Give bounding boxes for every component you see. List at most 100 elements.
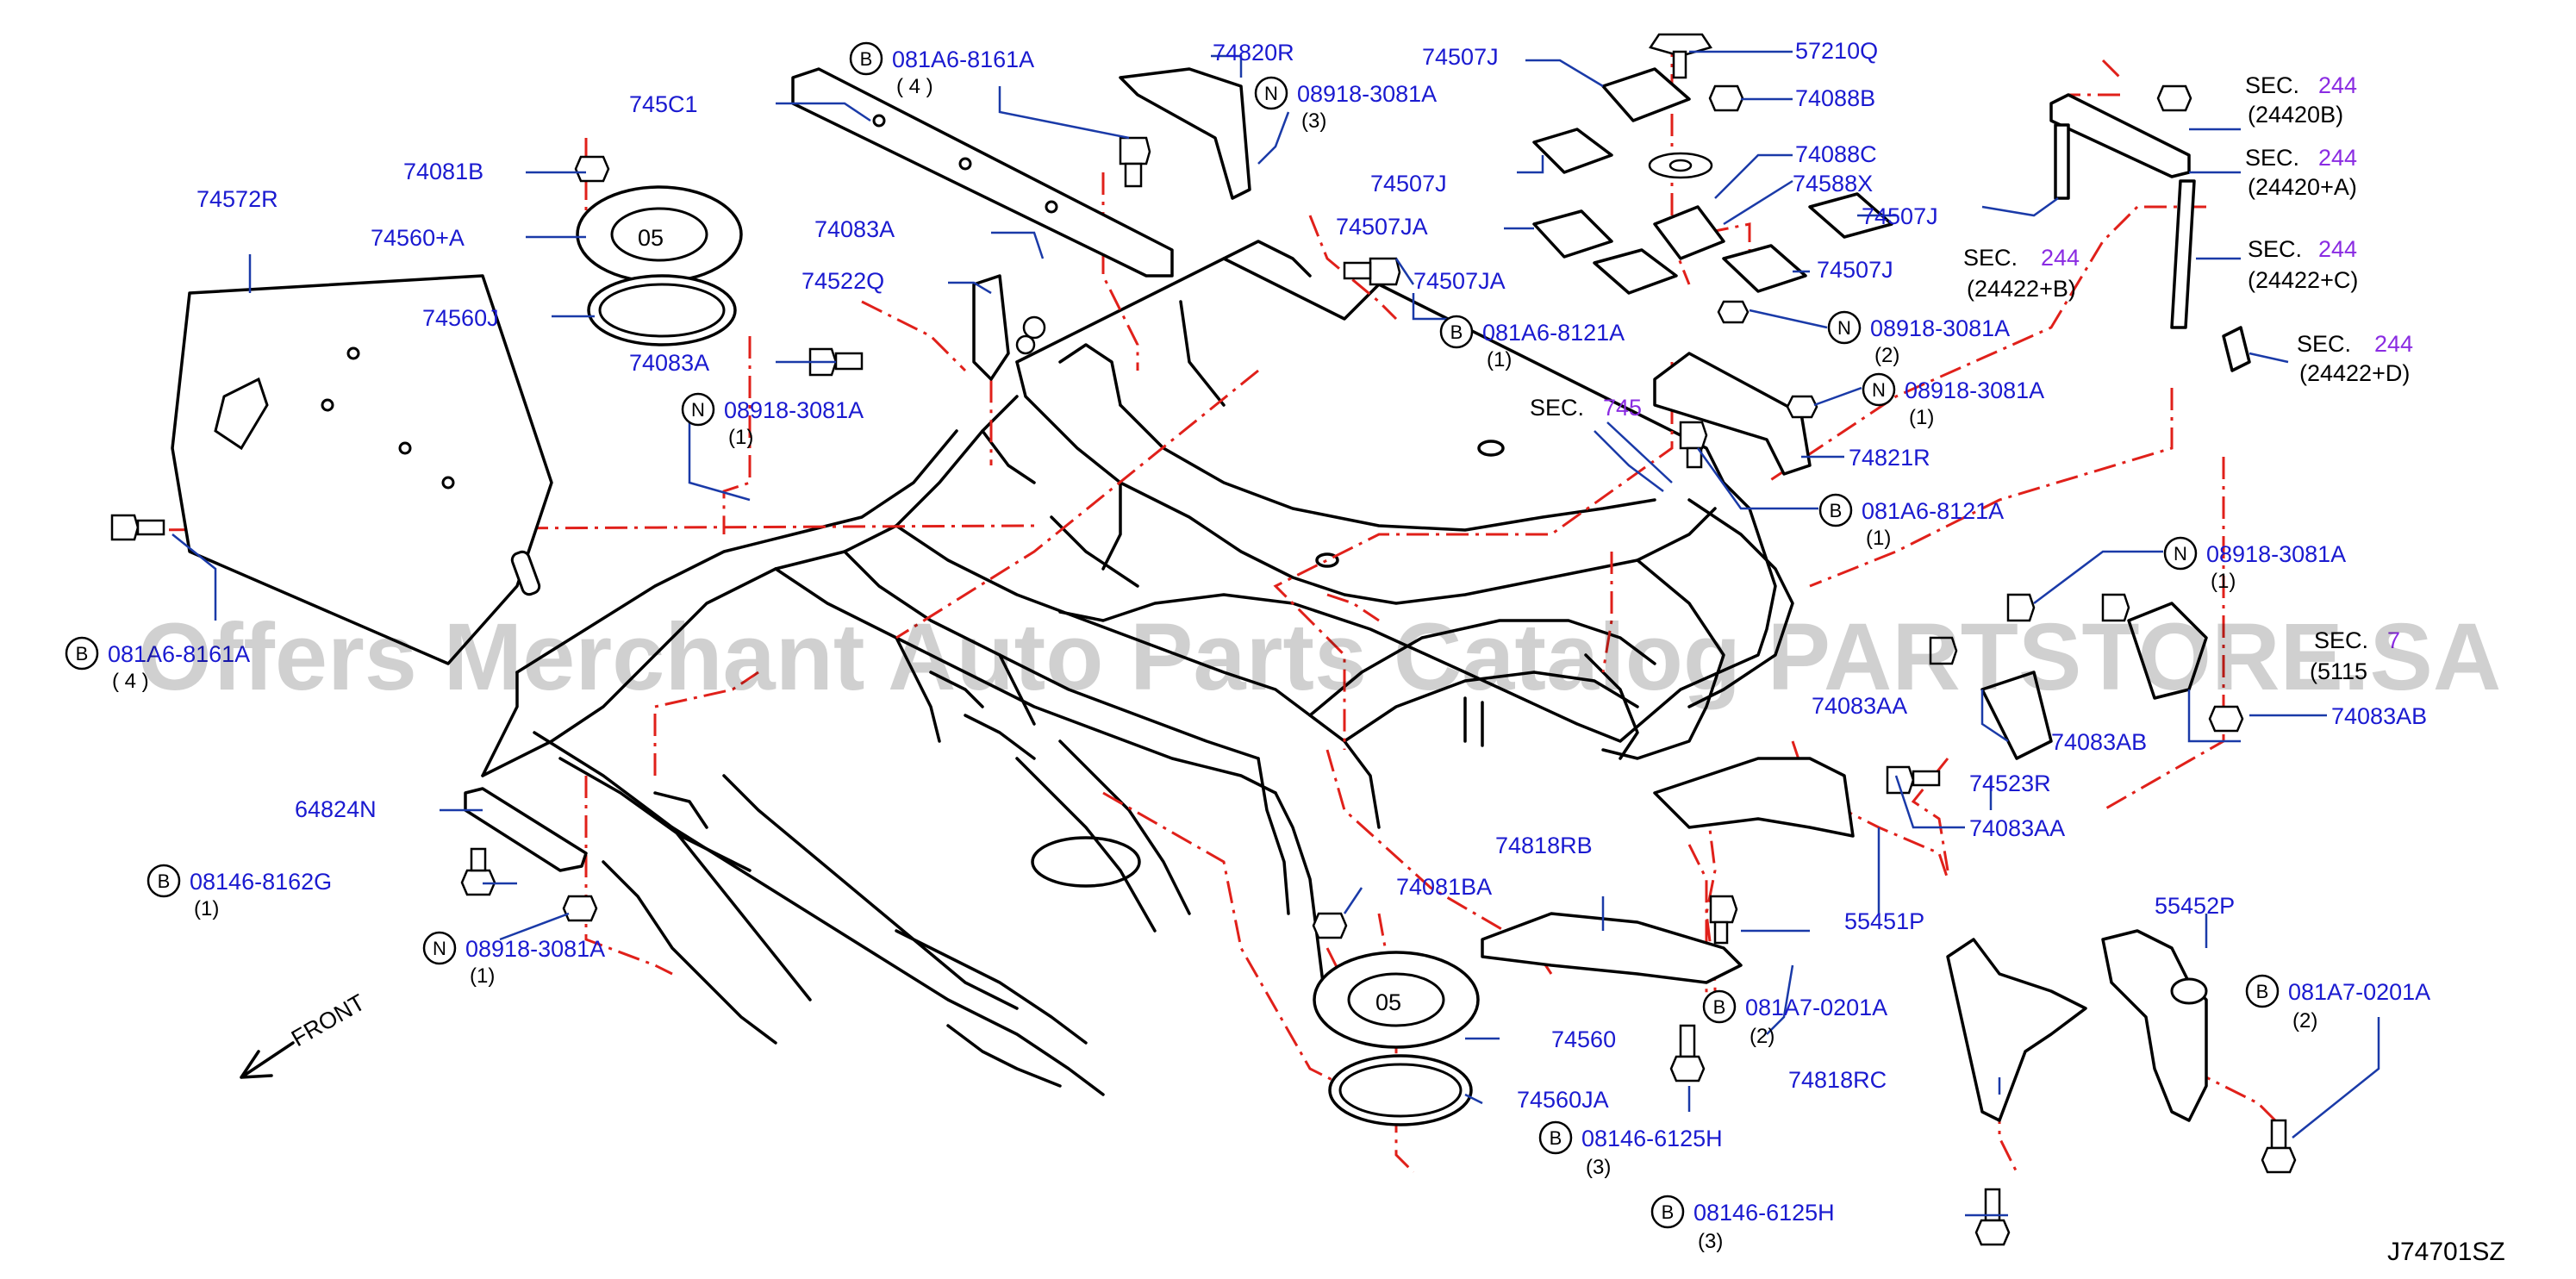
svg-text:B: B	[76, 643, 89, 664]
diagram-code: J74701SZ	[2387, 1238, 2505, 1266]
label-74523R: 74523R	[1969, 771, 2051, 796]
svg-text:08918-3081A: 08918-3081A	[1870, 315, 2010, 341]
label-74560J: 74560J	[422, 305, 499, 331]
callout-08918-3081A-5: N 08918-3081A (1)	[2163, 536, 2346, 593]
svg-text:B: B	[2256, 981, 2269, 1002]
callout-08918-3081A-6: N 08918-3081A (1)	[422, 931, 605, 988]
svg-text:08918-3081A: 08918-3081A	[724, 397, 864, 423]
svg-text:(5115: (5115	[2310, 658, 2367, 684]
svg-text:SEC.: SEC.	[2248, 236, 2302, 262]
svg-text:B: B	[1550, 1127, 1562, 1149]
leader-sec-24422B	[1981, 197, 2059, 217]
svg-text:244: 244	[2041, 245, 2080, 271]
svg-text:(2): (2)	[1750, 1025, 1775, 1048]
svg-text:081A6-8121A: 081A6-8121A	[1862, 498, 2004, 524]
section-ref-24422C: SEC. 244 (24422+C)	[2248, 236, 2358, 293]
label-55451P: 55451P	[1844, 908, 1924, 934]
section-ref-24422B: SEC. 244 (24422+B)	[1963, 245, 2080, 302]
svg-text:B: B	[1662, 1201, 1675, 1223]
label-74083AA-2: 74083AA	[1969, 815, 2065, 841]
speaker-74560: 05	[1313, 951, 1480, 1049]
svg-text:081A6-8161A: 081A6-8161A	[108, 641, 250, 667]
svg-text:(2): (2)	[2292, 1009, 2317, 1033]
svg-text:(1): (1)	[1487, 348, 1512, 371]
nut-74088B	[1708, 84, 1744, 112]
label-74821R: 74821R	[1849, 445, 1930, 471]
nut-74081B	[574, 155, 610, 183]
section-ref-24420A: SEC. 244 (24420+A)	[2245, 145, 2357, 200]
watermark-text: Offers Merchant Auto Parts Catalog PARTS…	[138, 604, 2501, 710]
svg-text:B: B	[1713, 996, 1726, 1018]
section-ref-24422D: SEC. 244 (24422+D)	[2297, 331, 2413, 386]
svg-text:SEC.: SEC.	[2245, 145, 2299, 171]
callout-081A6-8161A-top: B 081A6-8161A ( 4 )	[849, 41, 1034, 98]
bracket-74522Q	[808, 274, 1046, 381]
svg-text:N: N	[2174, 543, 2187, 565]
svg-text:081A7-0201A: 081A7-0201A	[1745, 995, 1887, 1020]
bolt-08146-6125H-mid	[1669, 1024, 1706, 1082]
svg-text:(24422+D): (24422+D)	[2299, 360, 2410, 386]
label-74083AA-1: 74083AA	[1812, 693, 1907, 719]
label-leaders	[172, 50, 2380, 1217]
section-ref-745: SEC. 745	[1530, 395, 1642, 421]
bracket-74818RC	[1946, 938, 2087, 1122]
svg-text:244: 244	[2318, 72, 2357, 98]
svg-text:B: B	[860, 48, 873, 70]
label-74818RC: 74818RC	[1788, 1067, 1887, 1093]
svg-text:SEC.: SEC.	[2314, 627, 2368, 653]
callout-081A6-8121A-2: B 081A6-8121A (1)	[1818, 493, 2004, 550]
svg-text:244: 244	[2374, 331, 2413, 357]
svg-text:(24420B): (24420B)	[2248, 102, 2343, 128]
label-74083A-left: 74083A	[629, 350, 709, 376]
svg-text:745: 745	[1603, 395, 1642, 421]
svg-text:N: N	[1837, 317, 1851, 339]
svg-text:(1): (1)	[470, 964, 495, 988]
label-64824N: 64824N	[295, 796, 377, 822]
svg-text:(24420+A): (24420+A)	[2248, 174, 2357, 200]
harness-brackets-244	[2049, 84, 2251, 372]
svg-text:244: 244	[2318, 145, 2357, 171]
svg-text:N: N	[1872, 379, 1886, 401]
svg-text:7: 7	[2387, 627, 2400, 653]
brackets-right-rear	[1886, 593, 2244, 795]
pads-74507J	[1532, 67, 1893, 295]
leader-sections	[1606, 128, 2289, 484]
gasket-74560JA	[1328, 1054, 1473, 1126]
svg-text:081A6-8121A: 081A6-8121A	[1482, 320, 1625, 346]
bracket-74588X	[1653, 205, 1725, 260]
svg-text:SEC.: SEC.	[2297, 331, 2351, 357]
label-57210Q: 57210Q	[1795, 38, 1878, 64]
label-74088B: 74088B	[1795, 85, 1875, 111]
callout-08146-6125H-2: B 08146-6125H (3)	[1650, 1195, 1835, 1253]
svg-text:SEC.: SEC.	[1963, 245, 2018, 271]
label-74507JA-2: 74507JA	[1413, 268, 1506, 294]
svg-text:B: B	[158, 870, 171, 892]
bracket-74818RB	[1481, 912, 1743, 984]
bolt-74507JA	[1343, 257, 1401, 286]
svg-text:SEC.: SEC.	[1530, 395, 1584, 421]
svg-text:(3): (3)	[1698, 1230, 1723, 1253]
svg-text:(24422+B): (24422+B)	[1967, 276, 2076, 302]
label-74522Q: 74522Q	[801, 268, 884, 294]
svg-text:(1): (1)	[1909, 406, 1934, 429]
bolt-081A6-8161A	[1119, 136, 1151, 188]
callout-081A7-0201A-1: B 081A7-0201A (2)	[1702, 989, 1887, 1048]
front-arrow-icon: FRONT	[240, 989, 370, 1079]
svg-text:N: N	[691, 399, 705, 421]
svg-text:08918-3081A: 08918-3081A	[465, 936, 605, 962]
bracket-55452P	[2101, 929, 2208, 1122]
nuts-74821R-area	[1679, 300, 1818, 469]
svg-text:B: B	[1830, 500, 1843, 521]
callout-081A6-8161A-left: B 081A6-8161A ( 4 )	[65, 636, 250, 693]
bolt-left-panel	[110, 514, 165, 541]
callout-08918-3081A-3: N 08918-3081A (2)	[1827, 310, 2010, 367]
label-74818RB: 74818RB	[1495, 833, 1593, 858]
body-floor-structure	[481, 240, 1794, 1096]
svg-text:N: N	[433, 938, 446, 959]
svg-text:( 4 ): ( 4 )	[112, 670, 149, 693]
svg-text:08918-3081A: 08918-3081A	[1905, 377, 2044, 403]
svg-text:(1): (1)	[728, 426, 753, 449]
svg-text:(1): (1)	[194, 897, 219, 920]
label-74560A: 74560+A	[371, 225, 465, 251]
